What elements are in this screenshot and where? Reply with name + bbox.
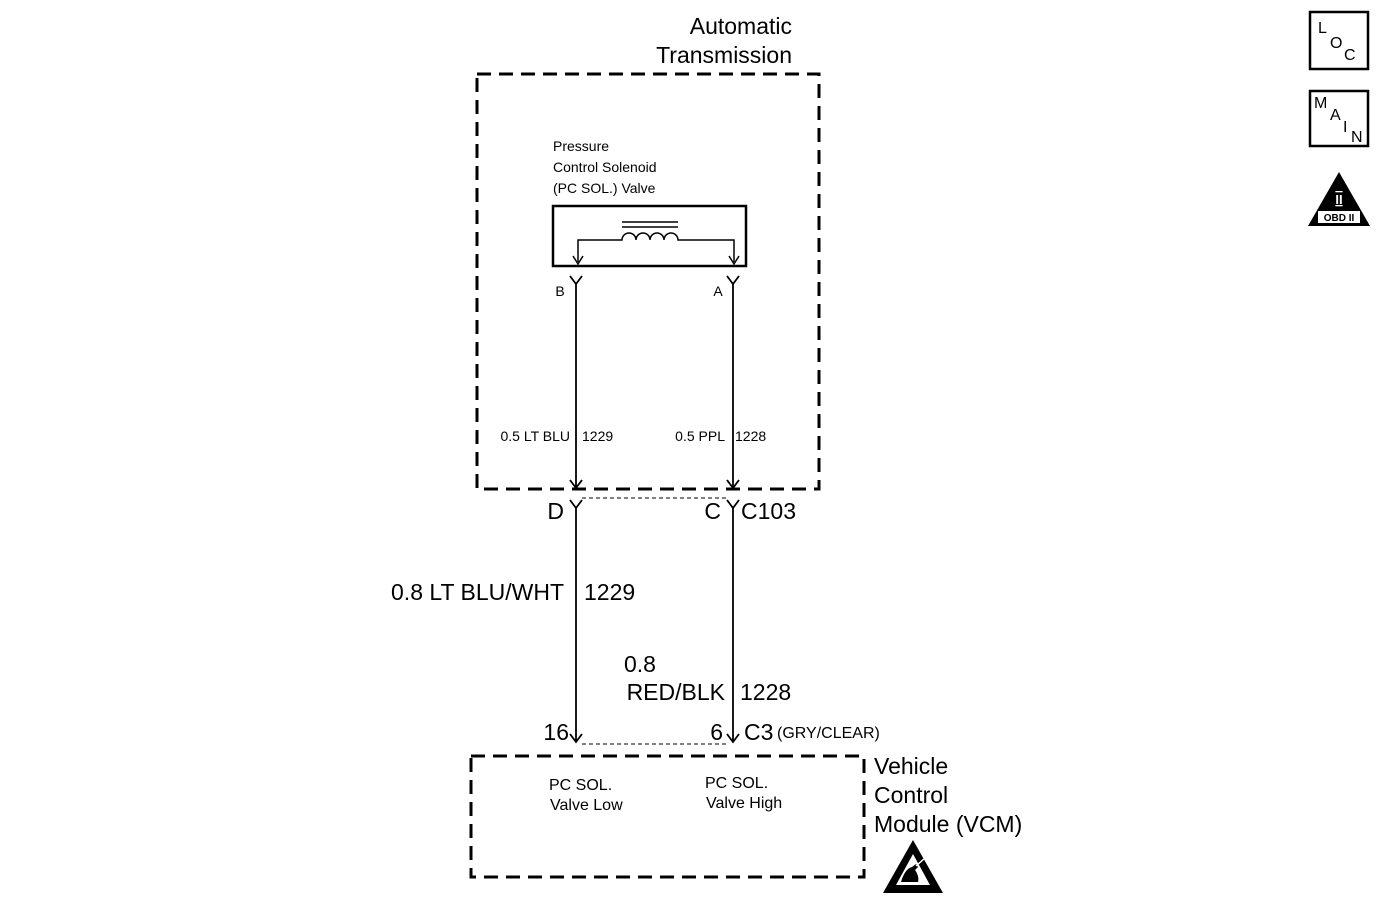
wire-1229-external-circuit: 1229 — [584, 579, 635, 605]
solenoid-label-line2: Control Solenoid — [553, 159, 657, 175]
main-icon-n: N — [1351, 129, 1363, 146]
wire-1228-external-label-line2: RED/BLK — [627, 679, 726, 705]
obd-ii-icon-label: OBD II — [1324, 213, 1355, 224]
solenoid-box — [551, 204, 748, 268]
wire-1228-internal-label: 0.5 PPL — [675, 428, 725, 444]
solenoid-pin-b: B — [555, 283, 564, 299]
vcm-title-line1: Vehicle — [874, 753, 948, 779]
connector-c3-pin-16: 16 — [543, 719, 569, 745]
connector-c3-pin-6: 6 — [710, 719, 723, 745]
vcm-boundary — [469, 754, 866, 879]
main-icon[interactable]: M A I N — [1308, 89, 1370, 148]
wire-1229-internal-circuit: 1229 — [582, 428, 613, 444]
wire-arrows-internal — [569, 479, 740, 490]
vcm-low-label-line2: Valve Low — [550, 797, 623, 814]
solenoid-label-line1: Pressure — [553, 138, 609, 154]
obd-ii-icon[interactable]: II OBD II — [1308, 172, 1370, 226]
wire-arrows-external — [569, 733, 740, 744]
loc-icon[interactable]: L O C — [1308, 10, 1370, 71]
loc-icon-o: O — [1330, 35, 1342, 52]
esd-warning-icon — [883, 840, 943, 893]
vcm-high-label-line2: Valve High — [706, 795, 782, 812]
main-icon-i: I — [1343, 119, 1347, 136]
transmission-boundary — [475, 72, 821, 491]
wire-1229-internal-label: 0.5 LT BLU — [500, 428, 570, 444]
vcm-low-label-line1: PC SOL. — [549, 777, 612, 794]
connector-c103-pin-c: C — [704, 498, 721, 524]
main-icon-m: M — [1314, 95, 1327, 112]
vcm-title-line2: Control — [874, 782, 948, 808]
vcm-high-label-line1: PC SOL. — [705, 775, 768, 792]
obd-ii-icon-numeral: II — [1335, 192, 1342, 207]
vcm-title-line3: Module (VCM) — [874, 811, 1022, 837]
wire-1228-internal-circuit: 1228 — [735, 428, 766, 444]
main-icon-a: A — [1330, 107, 1341, 124]
transmission-title-line1: Automatic — [690, 13, 792, 39]
connector-c103-name: C103 — [741, 498, 796, 524]
wire-1228-external-label-line1: 0.8 — [624, 651, 656, 677]
solenoid-label-line3: (PC SOL.) Valve — [553, 180, 656, 196]
wire-1229-external-label: 0.8 LT BLU/WHT — [391, 579, 564, 605]
connector-c103-pin-d: D — [547, 498, 564, 524]
wire-1228-external-circuit: 1228 — [740, 679, 791, 705]
connector-c3-note: (GRY/CLEAR) — [777, 725, 880, 742]
loc-icon-l: L — [1318, 20, 1327, 37]
solenoid-coil-icon — [572, 221, 740, 266]
transmission-title-line2: Transmission — [656, 42, 792, 68]
solenoid-pin-a: A — [713, 283, 723, 299]
loc-icon-c: C — [1344, 47, 1356, 64]
connector-c3-name: C3 — [744, 719, 773, 745]
